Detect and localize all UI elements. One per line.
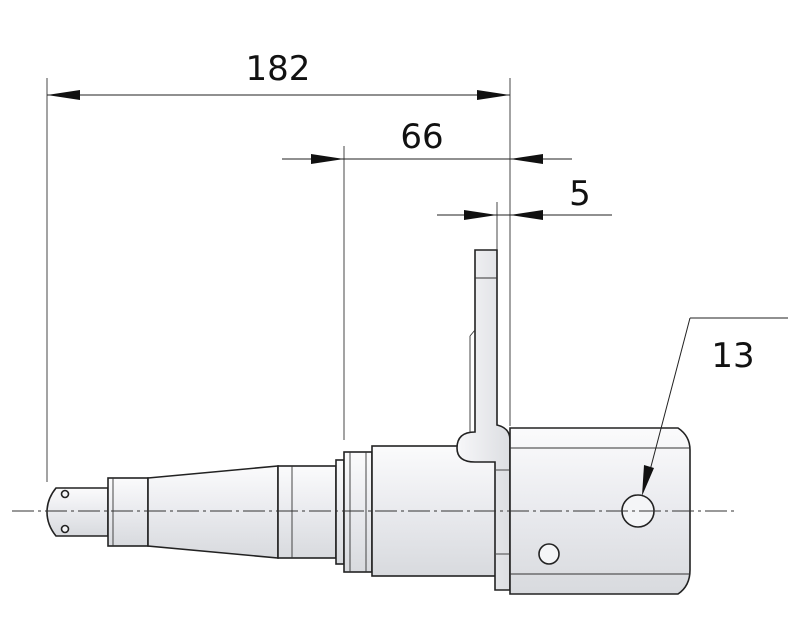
tip-hole-lower [60,524,70,534]
collar-ring [343,451,373,573]
mounting-hole-small [538,543,560,565]
tip-hole-upper [60,489,70,499]
bearing-seat [107,477,149,547]
dimension-flange-thickness: 5 [437,174,612,250]
dimension-5-label: 5 [569,174,591,214]
dimension-182-label: 182 [246,49,311,89]
bearing-journal [277,465,337,559]
dimension-13-label: 13 [711,336,754,376]
collar [335,459,345,565]
dimension-overall-length: 182 [46,49,511,482]
tapered-spindle [147,465,279,559]
axle-part [46,249,691,595]
bracket-flange [456,249,511,591]
dimension-hub-to-flange: 66 [282,117,572,440]
dimension-66-label: 66 [400,117,443,157]
threaded-tip [46,487,109,537]
dimension-hole-diameter: 13 [642,317,788,496]
